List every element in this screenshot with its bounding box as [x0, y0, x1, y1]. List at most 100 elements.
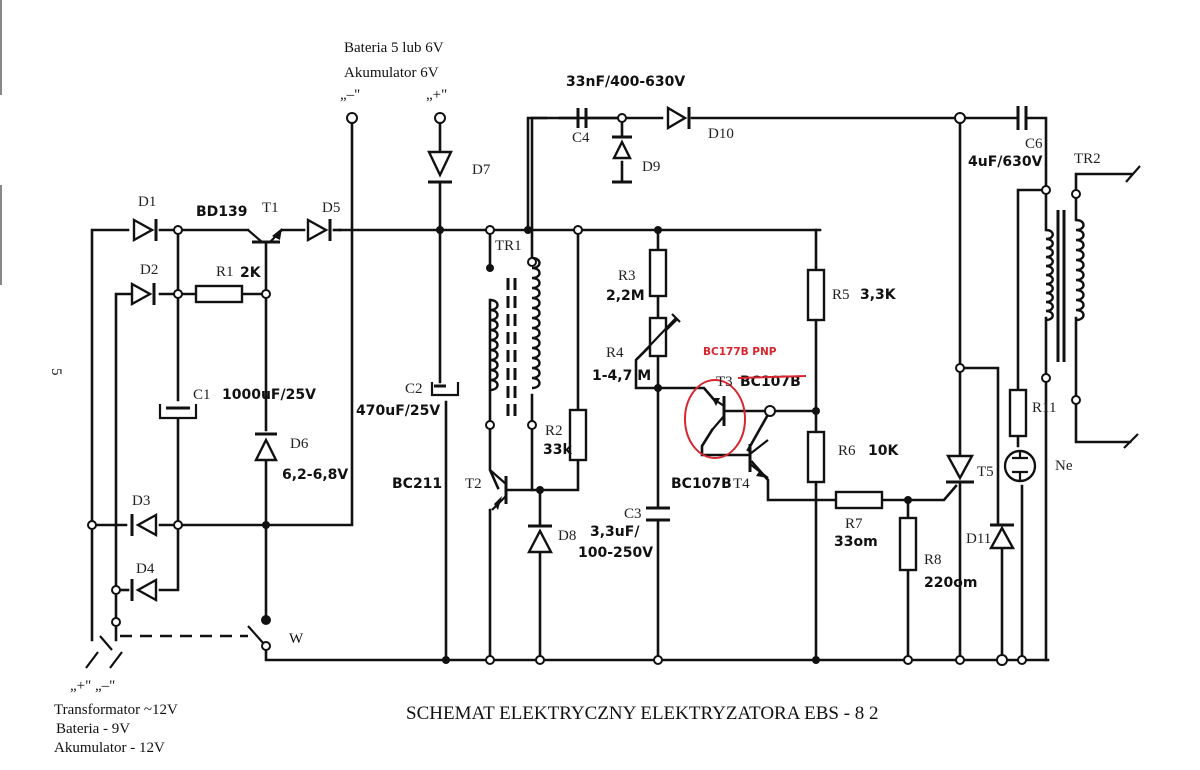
- capacitor-c6: [1016, 106, 1028, 130]
- bottom-supply-polarity: „+" „–": [70, 678, 115, 694]
- capacitor-c1: [158, 404, 198, 420]
- battery-plus-terminal[interactable]: [434, 112, 446, 124]
- diode-d2: [130, 281, 156, 307]
- value-r6: 10K: [868, 443, 899, 459]
- wire-t2-base: [504, 458, 580, 492]
- wire-r11: [1016, 188, 1048, 662]
- input-terminal-plus[interactable]: [85, 651, 99, 669]
- label-c2: C2: [405, 381, 423, 397]
- value-r7: 33om: [834, 534, 878, 550]
- tr1-core: [506, 278, 517, 420]
- transformer-tr2: [1045, 165, 1141, 449]
- wire-c6: [958, 116, 1048, 192]
- wire-t3-base: [656, 386, 718, 404]
- wire-t3-emitter: [700, 428, 750, 457]
- label-c1: C1: [193, 387, 211, 403]
- label-r8: R8: [924, 552, 942, 568]
- label-d1: D1: [138, 194, 156, 210]
- resistor-r3: [648, 248, 668, 298]
- label-r2: R2: [545, 423, 563, 439]
- label-tr2: TR2: [1074, 151, 1101, 167]
- diode-d11: [988, 523, 1016, 550]
- label-r7: R7: [845, 516, 863, 532]
- transformer-tr1: [489, 256, 541, 420]
- capacitor-c3: [646, 506, 670, 522]
- t3-strikethrough: [737, 375, 807, 379]
- wire-c1-node: [158, 228, 180, 592]
- value-r2: 33k: [543, 442, 572, 458]
- switch-w[interactable]: W: [99, 625, 304, 651]
- label-d10: D10: [708, 126, 734, 142]
- label-r5: R5: [832, 287, 850, 303]
- value-c3-line2: 100-250V: [578, 545, 653, 561]
- resistors: [194, 248, 1028, 572]
- label-t2: T2: [465, 476, 482, 492]
- value-r8: 220om: [924, 575, 977, 591]
- diode-d5: [306, 217, 332, 243]
- wire-d3-row: [90, 118, 354, 527]
- value-r4: 1-4,7 M: [592, 368, 651, 384]
- label-r6: R6: [838, 443, 856, 459]
- value-c2: 470uF/25V: [356, 403, 440, 419]
- label-tr1: TR1: [495, 238, 522, 254]
- margin-mark: 5: [48, 368, 64, 376]
- label-d11: D11: [966, 531, 991, 547]
- diode-d9: [612, 135, 632, 184]
- diode-d6-zener: [254, 432, 278, 462]
- resistor-r4-adjust-arrow: [637, 313, 681, 359]
- label-r1: R1: [216, 264, 234, 280]
- diode-d1: [132, 217, 158, 243]
- bottom-supply-line1: Transformator ~12V: [54, 702, 178, 718]
- label-t5: T5: [977, 464, 994, 480]
- label-t4: T4: [733, 476, 750, 492]
- battery-minus-terminal[interactable]: [346, 112, 358, 124]
- resistor-r1: [194, 284, 244, 304]
- capacitor-c2: [430, 382, 460, 397]
- diodes: [130, 105, 1016, 603]
- label-c6: C6: [1025, 136, 1043, 152]
- value-t4: BC107B: [671, 476, 732, 492]
- capacitors: [158, 106, 1028, 522]
- scan-edge-bottom: [0, 185, 2, 285]
- resistor-r5: [806, 268, 826, 322]
- label-d6: D6: [290, 436, 309, 452]
- diode-d8: [527, 524, 553, 554]
- top-supply-line1: Bateria 5 lub 6V: [344, 40, 444, 56]
- label-d9: D9: [642, 159, 660, 175]
- top-supply-minus: „–": [340, 87, 360, 103]
- label-c3: C3: [624, 506, 642, 522]
- value-t2: BC211: [392, 476, 442, 492]
- capacitor-c4: [526, 108, 620, 232]
- label-r4: R4: [606, 345, 624, 361]
- label-r11: R11: [1032, 400, 1056, 416]
- resistor-r6: [806, 430, 826, 484]
- diode-d10: [666, 105, 691, 131]
- value-t1: BD139: [196, 204, 248, 220]
- top-supply-line2: Akumulator 6V: [344, 65, 439, 81]
- wire-r7-out: [880, 484, 958, 502]
- label-d5: D5: [322, 200, 340, 216]
- value-c1: 1000uF/25V: [222, 387, 316, 403]
- tr2-output-terminal-bottom[interactable]: [1123, 433, 1139, 449]
- diode-d7: [427, 150, 453, 184]
- transistor-t2: [489, 469, 508, 511]
- value-r1: 2K: [240, 265, 262, 281]
- scan-edge-top: [0, 0, 2, 95]
- tr2-output-terminal-top[interactable]: [1125, 165, 1141, 183]
- label-d8: D8: [558, 528, 576, 544]
- value-c4: 33nF/400-630V: [566, 74, 685, 90]
- label-t3: T3: [716, 374, 733, 390]
- input-terminal-minus[interactable]: [109, 651, 123, 669]
- label-c4: C4: [572, 130, 590, 146]
- value-c3-line1: 3,3uF/: [590, 524, 640, 540]
- schematic-title: SCHEMAT ELEKTRYCZNY ELEKTRYZATORA EBS - …: [406, 703, 879, 724]
- value-r3: 2,2M: [606, 288, 645, 304]
- wire-tr2-secondary: [1074, 172, 1134, 444]
- switch-w-blade: [99, 625, 265, 651]
- label-ne: Ne: [1055, 458, 1073, 474]
- wire-left-outer: [90, 228, 130, 642]
- transistor-t1: [247, 228, 283, 244]
- resistor-r2: [568, 408, 588, 462]
- wire-d11: [958, 366, 1004, 662]
